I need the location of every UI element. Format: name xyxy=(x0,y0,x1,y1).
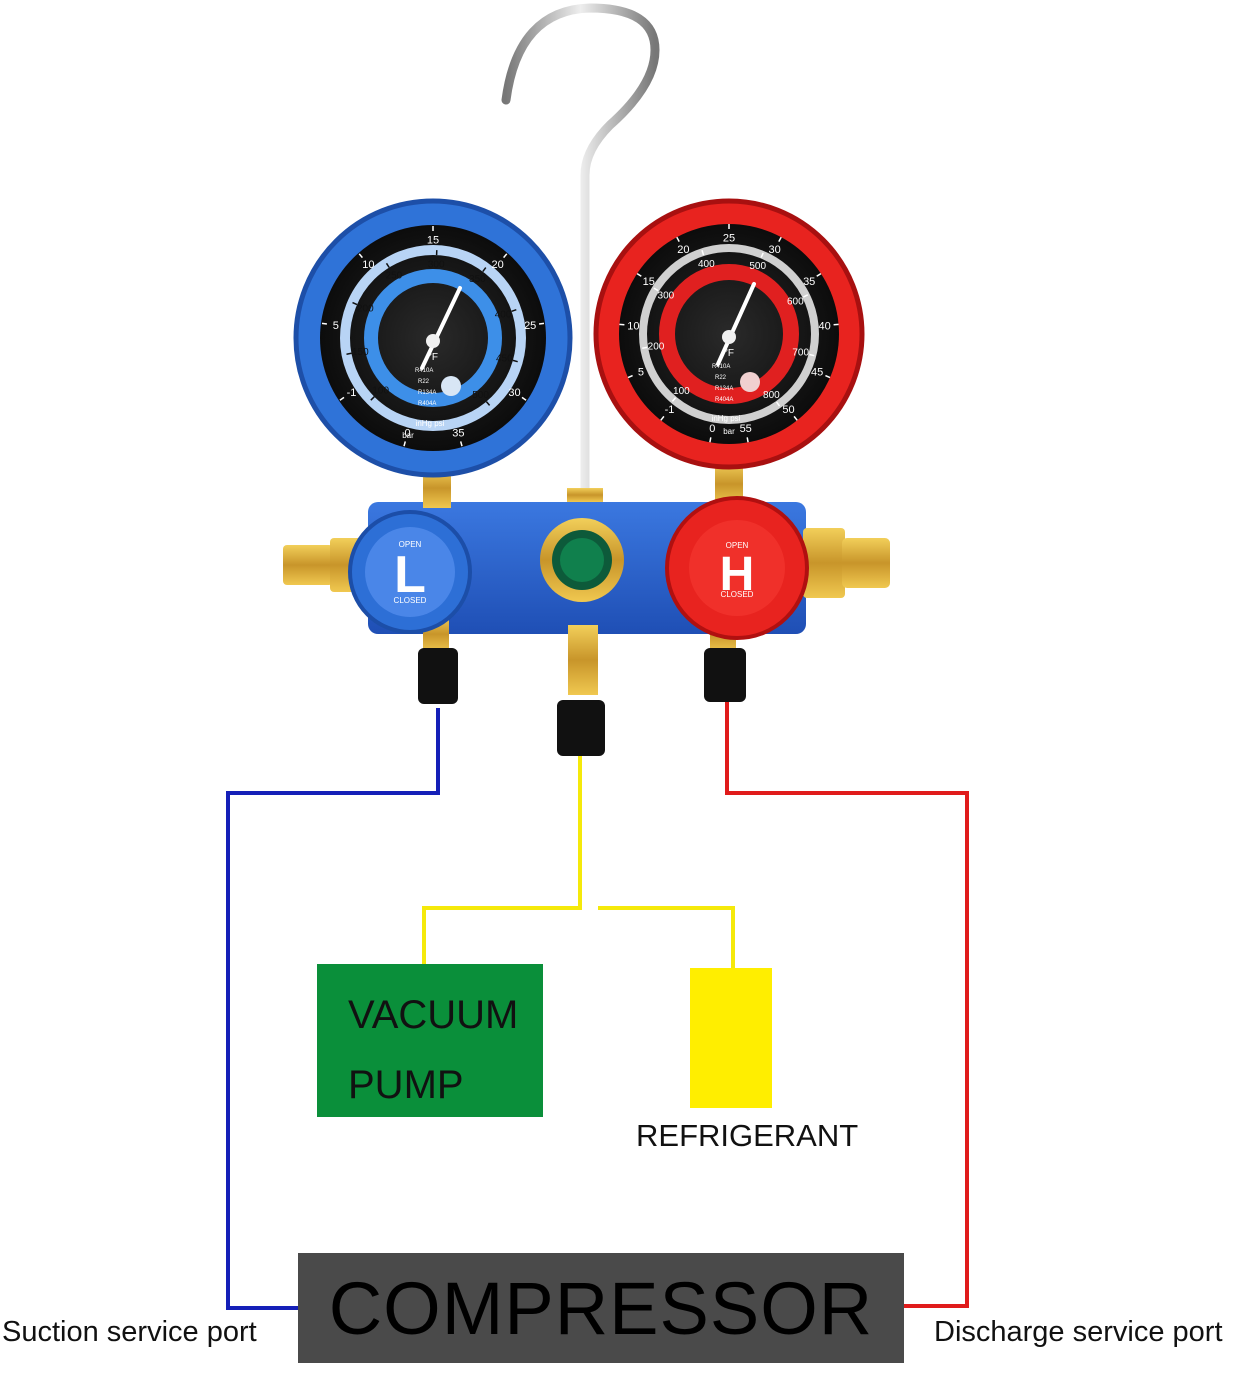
high-bar-label-2: 5 xyxy=(638,367,644,379)
low-bar-label-6: 25 xyxy=(524,320,536,332)
high-bar-label-3: 10 xyxy=(627,320,639,332)
suction-port-label: Suction service port xyxy=(2,1316,257,1349)
high-psi-label-2: 300 xyxy=(658,291,675,302)
low-bar-label-5: 20 xyxy=(491,259,503,271)
low-valve-knob[interactable]: L OPEN CLOSED xyxy=(350,512,470,632)
high-bar-label-11: 50 xyxy=(782,404,794,416)
low-psi-label-0: 100 xyxy=(372,386,389,397)
vacuum-pump-line-2: PUMP xyxy=(348,1050,518,1120)
refrigerant-tank xyxy=(690,968,772,1108)
high-unit-bar: bar xyxy=(723,427,735,436)
vacuum-pump-label: VACUUM PUMP xyxy=(348,980,518,1120)
low-bar-label-tick-6 xyxy=(539,323,544,324)
low-bar-label-1: -1 xyxy=(347,387,357,399)
high-bar-label-1: -1 xyxy=(665,404,675,416)
high-bar-label-tick-12 xyxy=(747,437,748,442)
high-bar-label-8: 35 xyxy=(803,276,815,288)
high-bar-label-7: 30 xyxy=(768,244,780,256)
low-psi-label-2: 200 xyxy=(357,304,374,315)
low-refrigerant-1: R410A xyxy=(415,368,433,374)
low-psi-label-5: 350 xyxy=(469,274,486,285)
high-pressure-gauge: 0 -1 5 10 15 20 25 30 35 40 45 50 55 100 200 300 400 500… xyxy=(596,201,862,467)
low-psi-label-6: 400 xyxy=(495,310,512,321)
charge-line xyxy=(424,755,580,965)
high-bar-label-10: 45 xyxy=(811,367,823,379)
compressor-label: COMPRESSOR xyxy=(298,1253,904,1363)
high-psi-label-3: 400 xyxy=(698,259,715,270)
low-bar-label-3: 10 xyxy=(362,259,374,271)
high-needle-hub xyxy=(722,330,736,344)
low-bar-label-2: 5 xyxy=(333,320,339,332)
high-psi-label-7: 800 xyxy=(763,390,780,401)
hook-mount xyxy=(567,488,603,502)
high-psi-label-5: 600 xyxy=(787,296,804,307)
high-units: inHg psi xyxy=(712,414,741,423)
low-knob-closed: CLOSED xyxy=(394,596,427,605)
low-bar-label-8: 35 xyxy=(452,427,464,439)
low-refrigerant-4: R404A xyxy=(418,401,436,407)
low-bar-label-4: 15 xyxy=(427,235,439,247)
high-valve-knob[interactable]: H OPEN CLOSED xyxy=(667,498,807,638)
high-bar-label-4: 15 xyxy=(643,276,655,288)
refrigerant-label: REFRIGERANT xyxy=(636,1118,858,1154)
low-refrigerant-3: R134A xyxy=(418,390,436,396)
high-bar-label-5: 20 xyxy=(677,244,689,256)
low-psi-label-3: 250 xyxy=(386,271,403,282)
high-adjust-screw xyxy=(740,372,760,392)
low-needle-hub xyxy=(426,334,440,348)
high-bar-label-6: 25 xyxy=(723,233,735,245)
low-bar-label-tick-2 xyxy=(322,323,327,324)
low-refrigerant-2: R22 xyxy=(418,379,430,385)
center-port xyxy=(557,625,605,756)
high-knob-closed: CLOSED xyxy=(721,590,754,599)
low-psi-label-1: 150 xyxy=(352,347,369,358)
vacuum-pump-line-1: VACUUM xyxy=(348,980,518,1050)
low-psi-label-8: 500 xyxy=(472,390,489,401)
refrigerant-line xyxy=(598,908,733,968)
high-psi-label-1: 200 xyxy=(648,341,665,352)
low-adjust-screw xyxy=(441,376,461,396)
low-unit-bar: bar xyxy=(402,431,414,440)
high-refrigerant-2: R22 xyxy=(715,375,727,381)
discharge-port-label: Discharge service port xyxy=(934,1316,1223,1349)
high-knob-open: OPEN xyxy=(726,541,749,550)
high-psi-label-6: 700 xyxy=(792,348,809,359)
high-refrigerant-4: R404A xyxy=(715,397,733,403)
high-refrigerant-3: R134A xyxy=(715,386,733,392)
high-bar-label-12: 55 xyxy=(740,423,752,435)
low-bar-label-7: 30 xyxy=(508,387,520,399)
high-bar-label-9: 40 xyxy=(818,320,830,332)
right-side-fitting xyxy=(803,528,890,598)
low-psi-label-tick-1 xyxy=(347,353,352,354)
high-refrigerant-1: R410A xyxy=(712,364,730,370)
low-psi-label-7: 450 xyxy=(496,353,513,364)
low-psi-label-4: 300 xyxy=(428,259,445,270)
low-knob-open: OPEN xyxy=(399,540,422,549)
high-psi-label-4: 500 xyxy=(749,261,766,272)
low-units: inHg psi xyxy=(416,419,445,428)
high-psi-label-tick-1 xyxy=(642,347,647,348)
high-bar-label-0: 0 xyxy=(709,423,715,435)
center-sight-glass xyxy=(540,518,624,602)
high-psi-label-0: 100 xyxy=(673,386,690,397)
high-bar-label-tick-0 xyxy=(710,437,711,442)
